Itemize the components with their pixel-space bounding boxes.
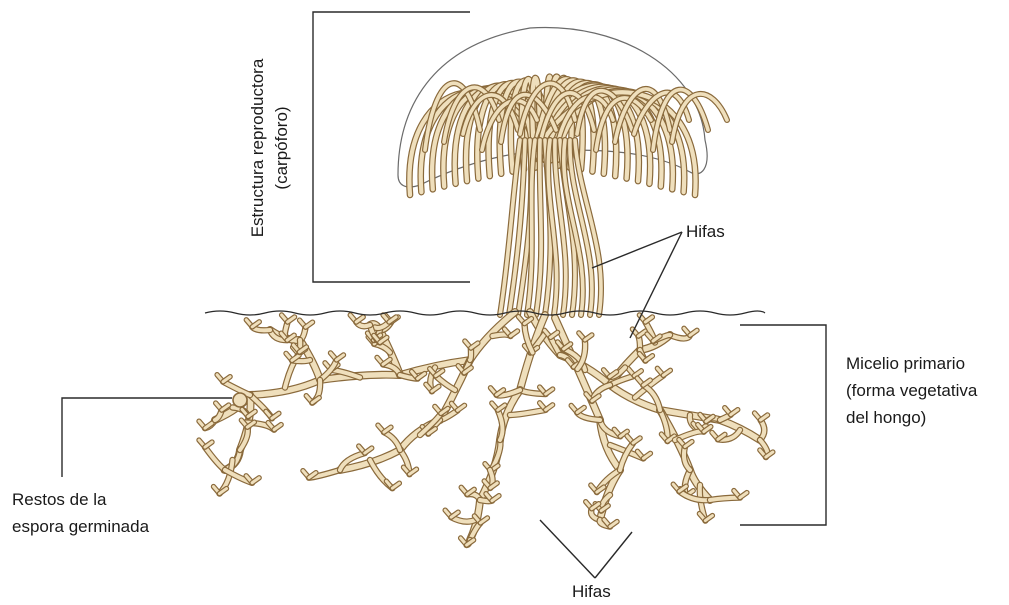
label-spore-line1: Restos de la bbox=[12, 486, 107, 513]
mycelium-tip-core bbox=[418, 374, 425, 379]
leader-hyphae-top-2 bbox=[630, 232, 682, 338]
label-spore-line2: espora germinada bbox=[12, 513, 149, 540]
label-reproductive-structure: Estructura reproductora (carpóforo) bbox=[246, 28, 294, 268]
mycelium-tip-core bbox=[645, 317, 652, 322]
mycelium-branch-core bbox=[205, 447, 225, 470]
mycelium-tip-core bbox=[740, 493, 747, 498]
label-mycelium-line2: (forma vegetativa bbox=[846, 377, 977, 404]
mycelium-tip-core bbox=[546, 405, 553, 410]
mycelium-tip-core bbox=[288, 317, 295, 322]
mycelium-tip-core bbox=[690, 330, 697, 335]
mycelium-tip-core bbox=[384, 427, 391, 432]
soil-surface-line bbox=[205, 311, 765, 315]
mycelium-tip-core bbox=[223, 377, 230, 382]
mycelium-tip-core bbox=[480, 518, 487, 523]
mycelium-tip-core bbox=[306, 322, 313, 327]
leader-hyphae-top-1 bbox=[592, 232, 682, 268]
mycelium-tip-core bbox=[633, 438, 640, 443]
mycelium-tip-core bbox=[524, 319, 531, 324]
mycelium-tip-core bbox=[551, 332, 558, 337]
mycelium-tip-core bbox=[610, 522, 617, 527]
label-mycelium-line3: del hongo) bbox=[846, 404, 926, 431]
mycelium-tip-core bbox=[634, 371, 641, 376]
mycelium-tip-core bbox=[436, 371, 443, 376]
mycelium-tip-core bbox=[458, 405, 465, 410]
spore-remnant bbox=[233, 393, 247, 407]
mycelium-tip-core bbox=[645, 356, 652, 361]
bracket-mycelium bbox=[740, 325, 826, 525]
mycelium-tip-core bbox=[761, 415, 768, 420]
stem-hypha-core bbox=[575, 140, 601, 315]
leader-spore bbox=[62, 398, 232, 477]
mycelium-tip-core bbox=[392, 483, 399, 488]
mycelium-tip-core bbox=[585, 335, 592, 340]
mycelium-tip-core bbox=[577, 407, 584, 412]
mycelium-tip-core bbox=[205, 442, 212, 447]
leader-hyphae-bottom-1 bbox=[540, 520, 595, 578]
mycelium-branch-core bbox=[710, 498, 740, 500]
leader-hyphae-bottom-2 bbox=[595, 532, 632, 578]
mycelium-tip-core bbox=[731, 410, 738, 415]
mycelium-tip-core bbox=[274, 425, 281, 430]
mycelium-tip-core bbox=[546, 389, 553, 394]
label-mycelium-line1: Micelio primario bbox=[846, 350, 965, 377]
mycelium-tip-core bbox=[365, 448, 372, 453]
label-hyphae-top: Hifas bbox=[686, 218, 725, 245]
mycelium-tip-core bbox=[498, 405, 505, 410]
mycelium-tip-core bbox=[663, 370, 670, 375]
mycelium-tip-core bbox=[252, 322, 259, 327]
mycelium-tip-core bbox=[643, 453, 650, 458]
mycelium-tip-core bbox=[492, 496, 499, 501]
mycelium-tip-core bbox=[685, 442, 692, 447]
mycelium-tip-core bbox=[511, 331, 518, 336]
label-reproductive-line1: Estructura reproductora bbox=[246, 28, 270, 268]
label-carpophore: (carpóforo) bbox=[270, 28, 294, 268]
mycelium-tip-core bbox=[356, 317, 363, 322]
mycelium-tip-core bbox=[337, 355, 344, 360]
mycelium-tip-core bbox=[252, 478, 259, 483]
label-hyphae-bottom: Hifas bbox=[572, 578, 611, 605]
